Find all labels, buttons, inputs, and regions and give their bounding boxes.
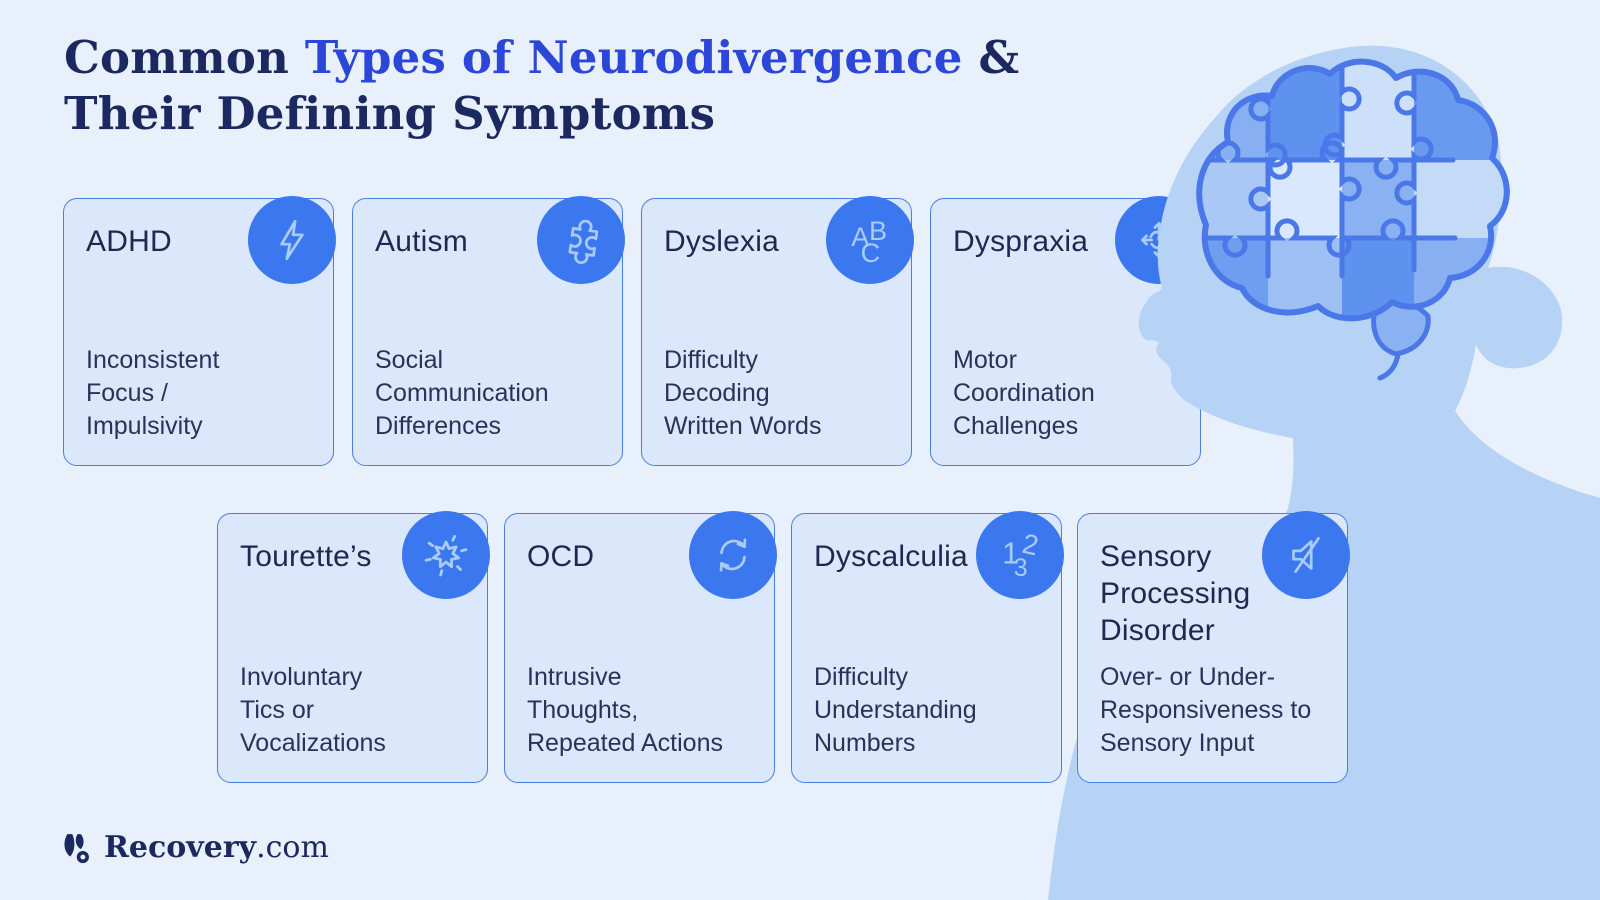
svg-text:3: 3: [1014, 554, 1028, 580]
svg-text:2: 2: [1019, 530, 1041, 561]
svg-text:1: 1: [1002, 537, 1019, 570]
card-autism: Autism Social Communication Differences: [352, 196, 625, 466]
lightning-icon: [248, 196, 336, 284]
numbers-132-icon: 1 2 3: [976, 511, 1064, 599]
card-title: OCD: [527, 540, 595, 573]
card-ocd: OCD Intrusive Thoughts, Repeated Actions: [504, 511, 777, 783]
recovery-logo-icon: [64, 833, 89, 863]
card-dyspraxia: Dyspraxia Motor Coordination Challenges: [930, 196, 1203, 466]
cycle-arrows-icon: [689, 511, 777, 599]
card-title: Dyslexia: [664, 225, 779, 258]
card-symptom: Social Communication Differences: [375, 346, 549, 440]
svg-text:A: A: [851, 221, 870, 252]
card-title: Sensory Processing Disorder: [1100, 540, 1251, 648]
tangled-arrows-icon: [1115, 196, 1203, 284]
card-symptom: Difficulty Decoding Written Words: [664, 346, 822, 440]
svg-text:C: C: [861, 237, 881, 265]
title-part1: Common: [64, 31, 305, 84]
brand-name: Recovery.com: [104, 830, 329, 865]
card-sensory-processing-disorder: Sensory Processing Disorder Over- or Und…: [1077, 511, 1350, 783]
muted-speaker-icon: [1262, 511, 1350, 599]
card-title: ADHD: [86, 225, 172, 258]
card-title: Tourette’s: [240, 540, 372, 573]
card-tourettes: Tourette’s Involuntary Tics or Vocalizat…: [217, 511, 490, 783]
card-symptom: Motor Coordination Challenges: [953, 346, 1095, 440]
card-dyscalculia: 1 2 3 Dyscalculia Difficulty Understandi…: [791, 511, 1064, 783]
card-dyslexia: A B C Dyslexia Difficulty Decoding Writt…: [641, 196, 914, 466]
card-title: Dyspraxia: [953, 225, 1089, 258]
card-symptom: Over- or Under- Responsiveness to Sensor…: [1100, 663, 1312, 757]
puzzle-brain-illustration: [1196, 58, 1510, 381]
puzzle-piece-icon: [537, 196, 625, 284]
title-highlight: Types of Neurodivergence: [304, 31, 963, 84]
card-adhd: ADHD Inconsistent Focus / Impulsivity: [63, 196, 336, 466]
abc-letters-icon: A B C: [826, 196, 914, 284]
brand-footer: Recovery.com: [60, 830, 329, 865]
card-title: Dyscalculia: [814, 540, 968, 573]
card-symptom: Intrusive Thoughts, Repeated Actions: [527, 663, 723, 757]
card-symptom: Involuntary Tics or Vocalizations: [240, 663, 386, 757]
card-symptom: Difficulty Understanding Numbers: [814, 663, 977, 757]
svg-text:B: B: [869, 215, 887, 246]
title-part2: &: [962, 31, 1020, 84]
starburst-icon: [402, 511, 490, 599]
brand-suffix: .com: [256, 830, 329, 865]
brand-word: Recovery: [104, 830, 257, 865]
card-symptom: Inconsistent Focus / Impulsivity: [86, 346, 220, 440]
card-title: Autism: [375, 225, 468, 258]
title-line2: Their Defining Symptoms: [64, 86, 716, 140]
page-title: Common Types of Neurodivergence & Their …: [64, 30, 1019, 142]
